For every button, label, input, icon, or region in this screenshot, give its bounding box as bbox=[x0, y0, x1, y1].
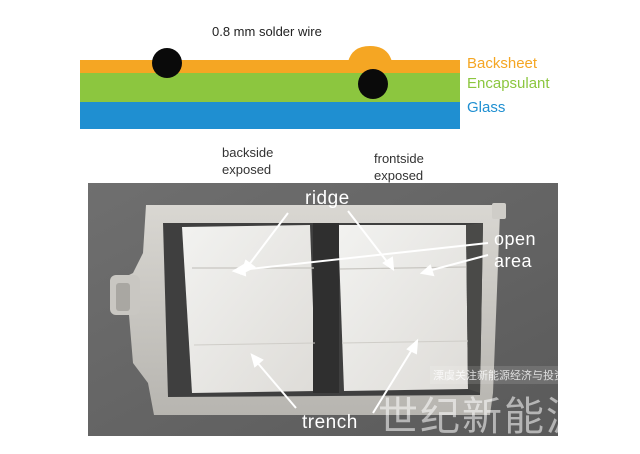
watermark-title: 世纪新能源网 bbox=[378, 394, 630, 440]
backsheet-bump bbox=[348, 46, 392, 62]
glass-layer bbox=[80, 101, 460, 129]
open-area-label: open area bbox=[494, 229, 537, 271]
solder-wire-right bbox=[358, 69, 388, 99]
encapsulant-layer bbox=[80, 73, 460, 102]
center-gap bbox=[313, 223, 339, 393]
solder-wire-left bbox=[152, 48, 182, 78]
frame-tab-top-right bbox=[492, 203, 506, 219]
trench-line-right bbox=[341, 340, 469, 344]
watermark-english: Century new energy network bbox=[418, 437, 582, 450]
annotation-arrows bbox=[231, 210, 489, 414]
trench-line-left bbox=[193, 342, 316, 346]
trench-label: trench bbox=[302, 412, 358, 433]
hinge-tab-inner bbox=[116, 283, 130, 311]
layer-cross-section-diagram bbox=[80, 46, 460, 129]
solder-wire-label: 0.8 mm solder wire bbox=[212, 24, 322, 39]
backside-exposed-caption: backside exposed bbox=[222, 145, 274, 177]
ridge-label: ridge bbox=[305, 188, 350, 209]
sample-left bbox=[182, 225, 316, 393]
sample-right bbox=[338, 225, 468, 391]
backsheet-layer bbox=[80, 60, 460, 73]
frontside-exposed-caption: frontside exposed bbox=[374, 151, 424, 183]
sample-holder-photo bbox=[88, 183, 558, 436]
watermark-subtitle: 溧虞关注新能源经济与投资 bbox=[430, 366, 568, 384]
glass-label: Glass bbox=[467, 99, 506, 116]
open-area-strip bbox=[466, 223, 483, 393]
encapsulant-label: Encapsulant bbox=[467, 75, 550, 92]
backsheet-label: Backsheet bbox=[467, 55, 538, 72]
